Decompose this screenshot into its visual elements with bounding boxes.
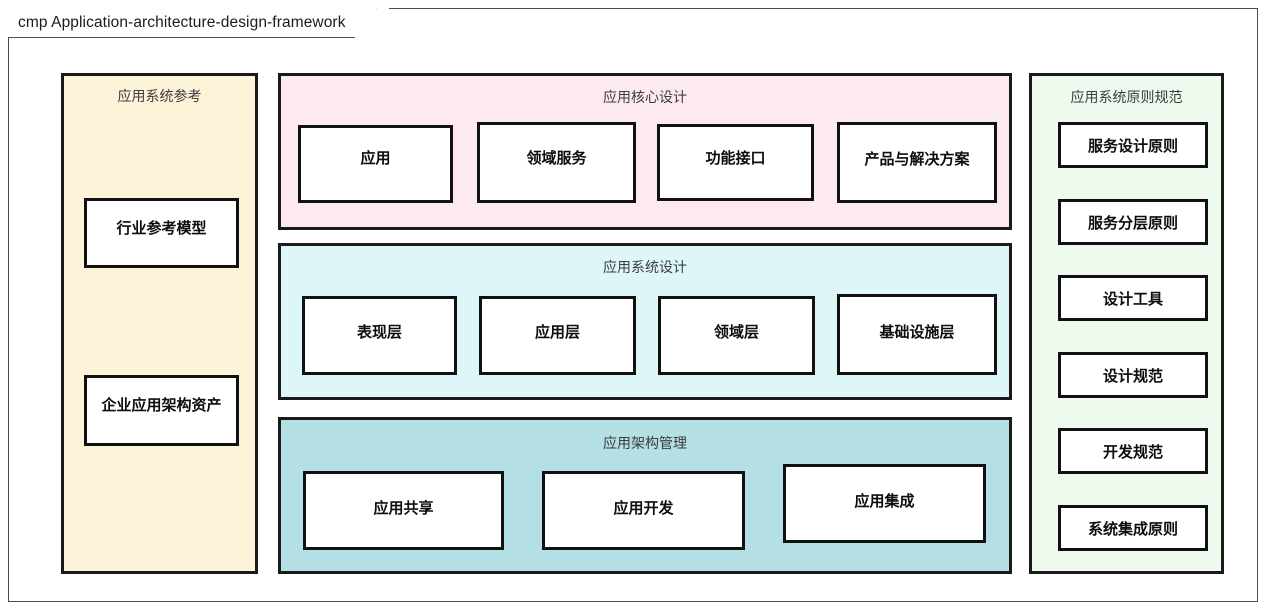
node-label: 服务设计原则	[1087, 137, 1178, 155]
node-domain-layer[interactable]: 领域层	[658, 296, 815, 375]
group-title-principles-standards: 应用系统原则规范	[1070, 89, 1183, 105]
node-service-design-principle[interactable]: 服务设计原则	[1058, 122, 1208, 168]
node-application-sharing[interactable]: 应用共享	[303, 471, 504, 550]
node-service-layering-principle[interactable]: 服务分层原则	[1058, 199, 1208, 245]
group-application-core-design[interactable]: 应用核心设计 应用 领域服务 功能接口 产品与解决方案	[278, 73, 1012, 230]
node-domain-service[interactable]: 领域服务	[477, 122, 636, 203]
uml-component-frame: 应用系统参考 行业参考模型 企业应用架构资产 应用核心设计 应用 领域服务 功能…	[8, 8, 1258, 602]
node-label: 应用集成	[854, 493, 915, 510]
node-system-integration-principle[interactable]: 系统集成原则	[1058, 505, 1208, 551]
node-design-tool[interactable]: 设计工具	[1058, 275, 1208, 321]
node-label: 应用共享	[373, 500, 434, 517]
node-label: 领域层	[713, 324, 759, 341]
node-label: 开发规范	[1102, 443, 1163, 461]
node-product-and-solution[interactable]: 产品与解决方案	[837, 122, 997, 203]
node-label: 应用	[360, 150, 391, 167]
group-application-system-design[interactable]: 应用系统设计 表现层 应用层 领域层 基础设施层	[278, 243, 1012, 400]
node-label: 表现层	[356, 324, 402, 341]
group-title-core-design: 应用核心设计	[603, 89, 687, 105]
node-enterprise-application-architecture-assets[interactable]: 企业应用架构资产	[84, 375, 239, 446]
node-presentation-layer[interactable]: 表现层	[302, 296, 457, 375]
group-application-system-reference[interactable]: 应用系统参考 行业参考模型 企业应用架构资产	[61, 73, 258, 574]
frame-title-tab: cmp Application-architecture-design-fram…	[8, 8, 377, 38]
node-label: 功能接口	[705, 150, 766, 167]
node-application-development[interactable]: 应用开发	[542, 471, 745, 550]
node-industry-reference-model[interactable]: 行业参考模型	[84, 198, 239, 268]
node-application-layer[interactable]: 应用层	[479, 296, 636, 375]
node-label: 企业应用架构资产	[101, 397, 222, 414]
group-application-architecture-management[interactable]: 应用架构管理 应用共享 应用开发 应用集成	[278, 417, 1012, 574]
node-label: 系统集成原则	[1087, 520, 1178, 538]
node-label: 设计工具	[1102, 290, 1163, 308]
node-infrastructure-layer[interactable]: 基础设施层	[837, 294, 997, 375]
node-label: 设计规范	[1102, 367, 1163, 385]
node-label: 产品与解决方案	[864, 151, 970, 168]
node-design-specification[interactable]: 设计规范	[1058, 352, 1208, 398]
node-label: 应用层	[534, 324, 580, 341]
group-title-architecture-management: 应用架构管理	[603, 435, 687, 451]
group-application-system-principles-standards[interactable]: 应用系统原则规范 服务设计原则 服务分层原则 设计工具 设计规范 开发规范 系统…	[1029, 73, 1224, 574]
node-application-integration[interactable]: 应用集成	[783, 464, 986, 543]
node-application[interactable]: 应用	[298, 125, 453, 203]
node-development-specification[interactable]: 开发规范	[1058, 428, 1208, 474]
node-label: 应用开发	[613, 500, 674, 517]
node-label: 基础设施层	[879, 324, 955, 341]
node-label: 领域服务	[526, 150, 587, 167]
node-label: 服务分层原则	[1087, 214, 1178, 232]
group-title-reference: 应用系统参考	[117, 88, 202, 104]
node-label: 行业参考模型	[116, 220, 207, 237]
group-title-system-design: 应用系统设计	[603, 259, 687, 275]
node-functional-interface[interactable]: 功能接口	[657, 124, 814, 201]
